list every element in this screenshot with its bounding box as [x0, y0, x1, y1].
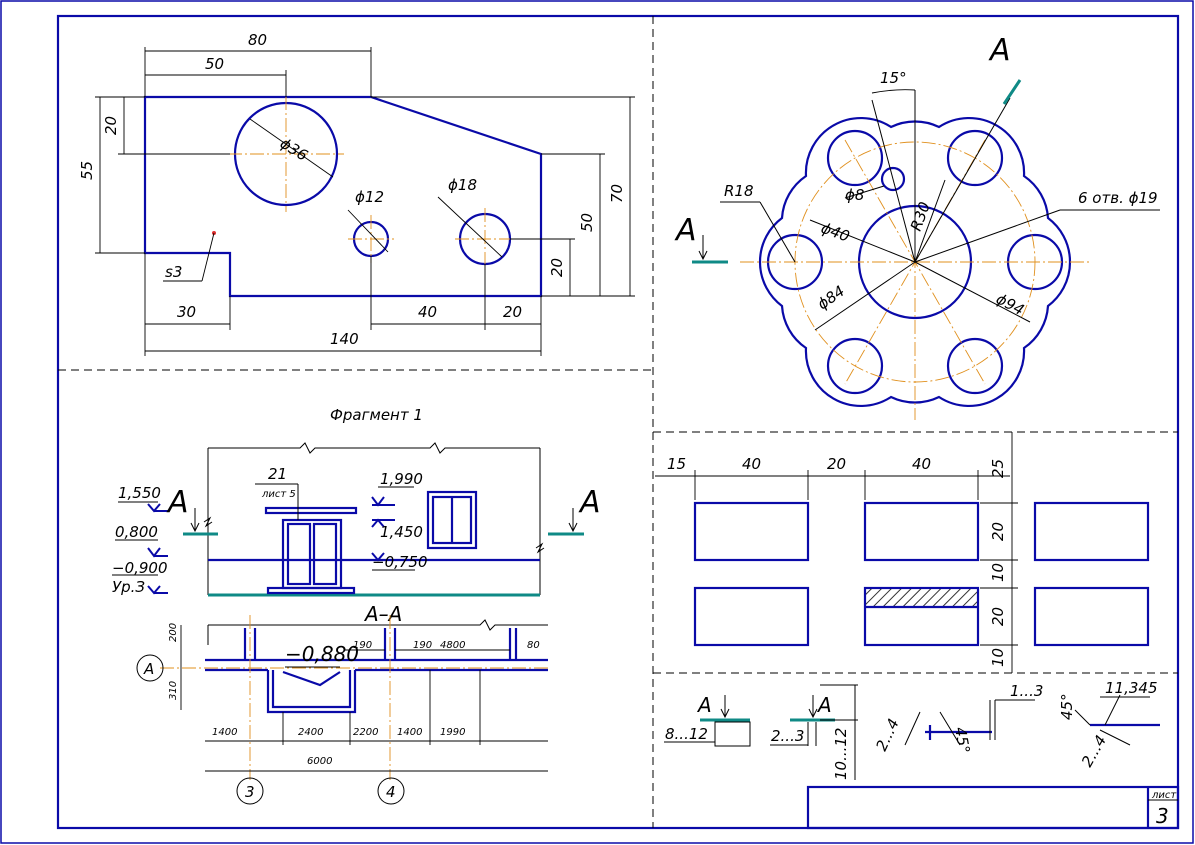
dim-40: 40	[418, 303, 437, 321]
dim-20-right: 20	[548, 258, 566, 277]
flange-outline	[758, 116, 1072, 408]
flange-section-letter-top: A	[988, 33, 1011, 68]
dim-1-3: 1...3	[1010, 682, 1043, 700]
flange-section-letter-left: A	[674, 213, 697, 248]
dim-80-section: 80	[527, 640, 540, 651]
dim-2-4-a: 2...4	[872, 716, 902, 754]
plate-outline	[143, 95, 543, 298]
dim-6000: 6000	[307, 756, 332, 767]
callout-number: 21	[268, 465, 287, 483]
dim-80: 80	[248, 31, 267, 49]
angle-15: 15°	[880, 69, 907, 87]
radius-18: R18	[724, 182, 754, 200]
hatch-dim-10-r2: 10	[989, 648, 1007, 667]
elev-11345: 11,345	[1105, 679, 1158, 697]
dim-50-right: 50	[578, 213, 596, 232]
fragment-elevation: Фрагмент 1 21 лист 5 1,550 0,800 −0,900 …	[112, 406, 601, 597]
hatch-dashed	[863, 501, 980, 562]
dim-30: 30	[177, 303, 196, 321]
dim-10-12: 10...12	[832, 728, 850, 780]
hatch-dim-40-a: 40	[742, 455, 761, 473]
hatch-dim-20-r2: 20	[989, 607, 1007, 626]
door	[281, 518, 343, 590]
dia-36: ϕ36	[277, 134, 311, 165]
symbol-a2: A	[816, 693, 832, 717]
hatch-partial	[863, 586, 980, 647]
dim-310: 310	[168, 681, 179, 700]
plate-drawing: 80 50 55 20 70 50 20 30 40 20 140	[78, 31, 635, 356]
elev-1550: 1,550	[118, 484, 161, 502]
sheet-label: лист	[1151, 790, 1177, 801]
elev-minus-0900: −0,900	[112, 559, 168, 577]
symbol-samples: A 8...12 A 2...3 10...12 1...3 2...4 45°…	[664, 679, 1160, 780]
hatch-dim-25: 25	[989, 459, 1007, 478]
dim-55: 55	[78, 161, 96, 180]
dim-1400-a: 1400	[212, 727, 237, 738]
dim-140: 140	[330, 330, 359, 348]
dim-200: 200	[168, 623, 179, 642]
elev-0800: 0,800	[115, 523, 158, 541]
callout-sheet: лист 5	[261, 489, 296, 500]
fragment-section-letter-left: A	[166, 485, 189, 520]
elev-1990: 1,990	[380, 470, 423, 488]
hatch-liquid	[693, 586, 810, 647]
dia-18: ϕ18	[448, 176, 477, 194]
hatch-dim-40-b: 40	[912, 455, 931, 473]
dia-94: ϕ94	[993, 290, 1027, 320]
section-title: А–А	[363, 602, 402, 626]
dim-190-a: 190	[353, 640, 372, 651]
dim-2-3: 2...3	[771, 727, 804, 745]
hole-8	[880, 166, 906, 192]
section-aa: А–А −0,880 190 190 4800 80 200 310	[136, 602, 548, 805]
hatch-dim-15: 15	[667, 455, 686, 473]
inner-frame	[56, 14, 1180, 830]
symbol-a1: A	[696, 693, 712, 717]
dim-50: 50	[205, 55, 224, 73]
flange-drawing: 15° A 6 отв. ϕ19 ϕ94 ϕ84 ϕ40 R30 ϕ8 R18 …	[674, 33, 1160, 420]
hatch-mixed	[1033, 586, 1150, 647]
label-holes: 6 отв. ϕ19	[1078, 189, 1158, 207]
section-elev: −0,880	[285, 642, 359, 666]
axis-4-label: 4	[386, 783, 396, 801]
axis-3-label: 3	[245, 783, 255, 801]
radius-30: R30	[907, 199, 934, 233]
hatch-dim-20: 20	[827, 455, 846, 473]
title-block: лист 3	[806, 785, 1180, 830]
dim-8-12: 8...12	[665, 725, 708, 743]
elev-ground: Ур.З	[112, 578, 145, 596]
elev-1450: 1,450	[380, 523, 423, 541]
angle-45-b: 45°	[1058, 693, 1076, 720]
dia-12: ϕ12	[355, 188, 384, 206]
hatch-dim-20-r1: 20	[989, 522, 1007, 541]
dim-20-bottom: 20	[503, 303, 522, 321]
dia-40: ϕ40	[819, 219, 852, 246]
dia-84: ϕ84	[814, 282, 848, 313]
angle-45-a: 45°	[951, 726, 973, 755]
fragment-section-letter-right: A	[578, 485, 601, 520]
dim-4800: 4800	[440, 640, 465, 651]
dim-20: 20	[102, 116, 120, 135]
dim-2-4-b: 2...4	[1078, 732, 1110, 770]
dia-8: ϕ8	[845, 186, 864, 204]
window	[426, 490, 478, 550]
hatch-samples: 15 40 20 40 25 20 10 20 10	[655, 432, 1150, 673]
hatch-dim-10-r1: 10	[989, 563, 1007, 582]
dim-2200: 2200	[353, 727, 378, 738]
dim-2400: 2400	[298, 727, 323, 738]
axis-a-label: А	[143, 660, 154, 678]
hatch-cross	[693, 501, 810, 562]
dim-190-b: 190	[413, 640, 432, 651]
dim-70: 70	[608, 184, 626, 203]
dim-1400-b: 1400	[397, 727, 422, 738]
dim-1990: 1990	[440, 727, 465, 738]
label-s3: s3	[165, 263, 182, 281]
sheet-number: 3	[1156, 804, 1169, 828]
hatch-dense	[1033, 501, 1150, 562]
elev-minus-0750: −0,750	[372, 553, 428, 571]
fragment-title: Фрагмент 1	[330, 406, 423, 424]
